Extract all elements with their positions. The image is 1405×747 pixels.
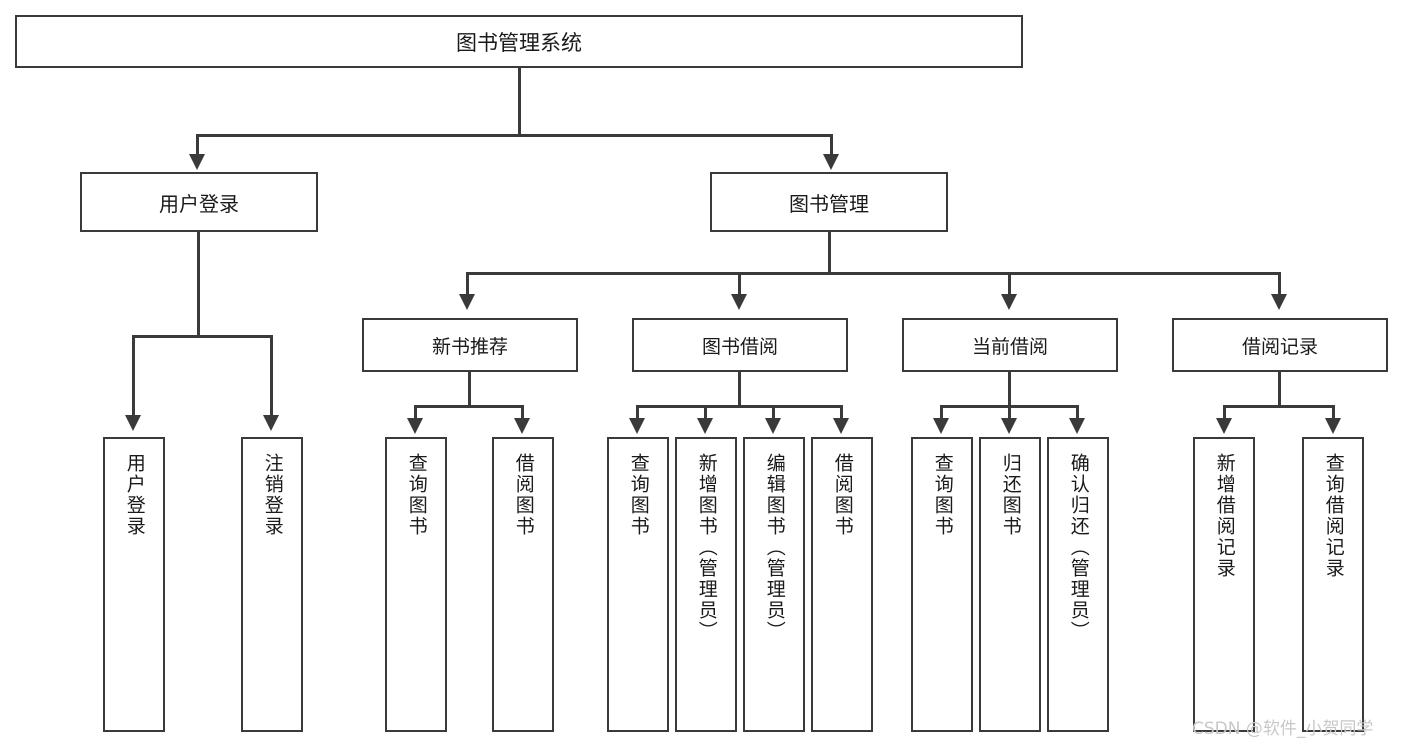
arrow-user-login-child-2 <box>263 415 279 431</box>
connector-book-mgmt-bar <box>466 272 1278 275</box>
arrow-current-borrow-child-2 <box>1001 418 1017 434</box>
arrow-book-mgmt-to-current-borrow <box>1001 294 1017 310</box>
leaf-book-borrow-query[interactable]: 查询图书 <box>607 437 669 732</box>
arrow-borrow-record-child-2 <box>1325 418 1341 434</box>
connector-user-login-child-2 <box>270 335 273 417</box>
arrow-current-borrow-child-1 <box>933 418 949 434</box>
connector-root-to-book-mgmt <box>830 134 833 156</box>
arrow-root-to-book-mgmt <box>823 154 839 170</box>
node-book-borrow[interactable]: 图书借阅 <box>632 318 848 372</box>
node-current-borrow[interactable]: 当前借阅 <box>902 318 1118 372</box>
node-label: 新书推荐 <box>431 335 508 358</box>
connector-book-borrow-stem <box>738 372 741 405</box>
node-new-book-recommend[interactable]: 新书推荐 <box>362 318 578 372</box>
connector-current-borrow-child-2 <box>1008 405 1011 419</box>
node-label: 新增图书（管理员） <box>695 453 718 642</box>
node-label: 借阅图书 <box>831 453 854 537</box>
connector-current-borrow-child-3 <box>1076 405 1079 419</box>
node-label: 图书借阅 <box>701 335 778 358</box>
node-label: 查询图书 <box>931 453 954 537</box>
connector-book-mgmt-to-new-book <box>466 272 469 296</box>
node-label: 查询图书 <box>627 453 650 537</box>
node-label: 图书管理 <box>789 191 869 216</box>
arrow-borrow-record-child-1 <box>1216 418 1232 434</box>
connector-borrow-record-bar <box>1223 405 1335 408</box>
connector-root-bar <box>196 134 833 137</box>
arrow-book-borrow-child-3 <box>765 418 781 434</box>
connector-new-book-child-1 <box>414 405 417 419</box>
connector-book-borrow-child-3 <box>772 405 775 419</box>
arrow-user-login-child-1 <box>125 415 141 431</box>
connector-current-borrow-child-1 <box>940 405 943 419</box>
node-root-system[interactable]: 图书管理系统 <box>15 15 1023 68</box>
connector-new-book-bar <box>414 405 524 408</box>
connector-root-to-user-login <box>196 134 199 156</box>
leaf-borrow-record-query[interactable]: 查询借阅记录 <box>1302 437 1364 732</box>
node-label: 当前借阅 <box>971 335 1048 358</box>
node-label: 归还图书 <box>999 453 1022 537</box>
connector-new-book-child-2 <box>521 405 524 419</box>
connector-book-borrow-child-2 <box>704 405 707 419</box>
connector-borrow-record-child-2 <box>1332 405 1335 419</box>
connector-new-book-stem <box>468 372 471 405</box>
leaf-user-login-login[interactable]: 用户登录 <box>103 437 165 732</box>
node-label: 新增借阅记录 <box>1213 453 1236 579</box>
connector-root-stem <box>518 68 521 134</box>
node-label: 注销登录 <box>261 453 284 537</box>
connector-borrow-record-child-1 <box>1223 405 1226 419</box>
connector-user-login-bar <box>132 335 272 338</box>
connector-book-mgmt-to-book-borrow <box>738 272 741 296</box>
arrow-book-borrow-child-4 <box>833 418 849 434</box>
connector-book-mgmt-to-current-borrow <box>1008 272 1011 296</box>
arrow-new-book-child-2 <box>514 418 530 434</box>
arrow-current-borrow-child-3 <box>1069 418 1085 434</box>
node-label: 编辑图书（管理员） <box>763 453 786 642</box>
leaf-current-borrow-query[interactable]: 查询图书 <box>911 437 973 732</box>
leaf-new-book-query[interactable]: 查询图书 <box>385 437 447 732</box>
leaf-book-borrow-edit[interactable]: 编辑图书（管理员） <box>743 437 805 732</box>
node-borrow-record[interactable]: 借阅记录 <box>1172 318 1388 372</box>
node-user-login[interactable]: 用户登录 <box>80 172 318 232</box>
arrow-book-borrow-child-1 <box>629 418 645 434</box>
leaf-borrow-record-add[interactable]: 新增借阅记录 <box>1193 437 1255 732</box>
arrow-book-mgmt-to-borrow-record <box>1271 294 1287 310</box>
node-book-management[interactable]: 图书管理 <box>710 172 948 232</box>
connector-user-login-child-1 <box>132 335 135 417</box>
connector-borrow-record-stem <box>1278 372 1281 405</box>
arrow-book-mgmt-to-new-book <box>459 294 475 310</box>
leaf-current-borrow-confirm-return[interactable]: 确认归还（管理员） <box>1047 437 1109 732</box>
connector-user-login-stem <box>197 232 200 335</box>
leaf-current-borrow-return[interactable]: 归还图书 <box>979 437 1041 732</box>
arrow-new-book-child-1 <box>407 418 423 434</box>
connector-book-borrow-bar <box>636 405 843 408</box>
connector-book-borrow-child-1 <box>636 405 639 419</box>
arrow-root-to-user-login <box>189 154 205 170</box>
node-label: 用户登录 <box>123 453 146 537</box>
node-label: 图书管理系统 <box>456 30 582 55</box>
node-label: 确认归还（管理员） <box>1067 453 1090 642</box>
node-label: 用户登录 <box>159 191 239 216</box>
leaf-user-login-logout[interactable]: 注销登录 <box>241 437 303 732</box>
connector-current-borrow-stem <box>1008 372 1011 405</box>
node-label: 借阅图书 <box>512 453 535 537</box>
connector-book-mgmt-stem <box>828 232 831 272</box>
arrow-book-mgmt-to-book-borrow <box>731 294 747 310</box>
connector-book-mgmt-to-borrow-record <box>1278 272 1281 296</box>
leaf-book-borrow-add[interactable]: 新增图书（管理员） <box>675 437 737 732</box>
node-label: 借阅记录 <box>1241 335 1318 358</box>
leaf-new-book-borrow[interactable]: 借阅图书 <box>492 437 554 732</box>
arrow-book-borrow-child-2 <box>697 418 713 434</box>
node-label: 查询图书 <box>405 453 428 537</box>
connector-book-borrow-child-4 <box>840 405 843 419</box>
leaf-book-borrow-borrow[interactable]: 借阅图书 <box>811 437 873 732</box>
node-label: 查询借阅记录 <box>1322 453 1345 579</box>
